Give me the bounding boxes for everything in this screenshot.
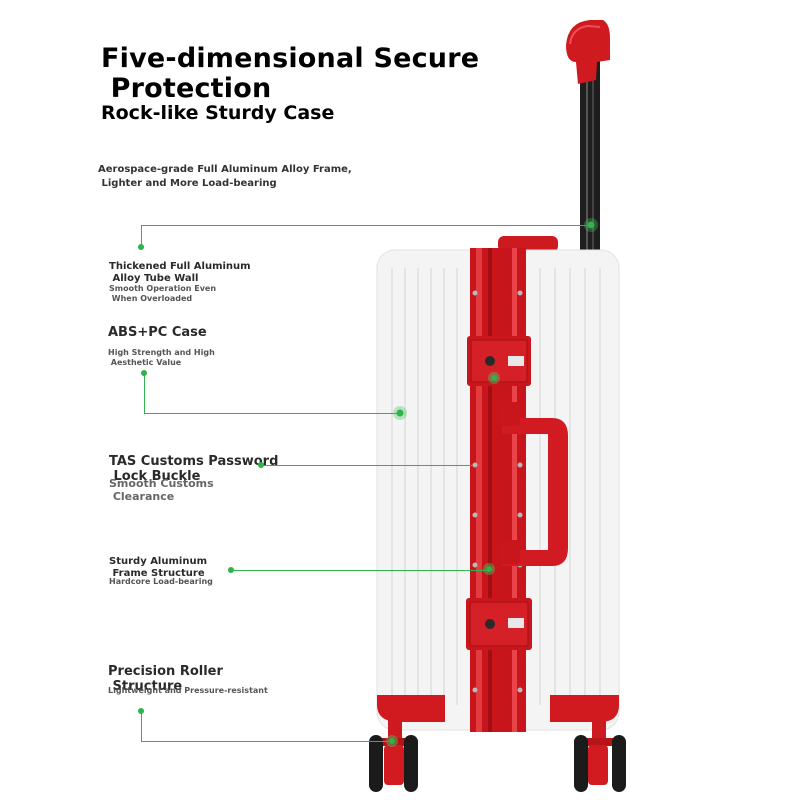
pointer-line-1 (141, 225, 591, 226)
page-subtitle: Rock-like Sturdy Case (101, 102, 335, 124)
pointer-dot-1 (138, 244, 144, 250)
feature-sub-tas-lock: Smooth Customs Clearance (109, 477, 214, 503)
intro-text: Aerospace-grade Full Aluminum Alloy Fram… (98, 164, 352, 189)
pointer-line-3 (261, 465, 473, 466)
pointer-line-2-v (144, 373, 145, 413)
pointer-line-2 (144, 413, 400, 414)
feature-sub-tube-wall: Smooth Operation Even When Overloaded (109, 284, 217, 303)
pointer-line-4 (231, 570, 489, 571)
feature-title-roller: Precision Roller Structure (108, 664, 223, 694)
pointer-line-5 (141, 741, 392, 742)
feature-sub-roller: Lightweight and Pressure-resistant (108, 686, 268, 695)
feature-title-tube-wall: Thickened Full Aluminum Alloy Tube Wall (109, 261, 251, 284)
pointer-line-1-v (141, 225, 142, 247)
feature-sub-frame: Hardcore Load-bearing (109, 577, 213, 586)
page-title: Five-dimensional Secure Protection (101, 43, 480, 104)
feature-sub-abs-pc: High Strength and High Aesthetic Value (108, 348, 215, 367)
feature-title-frame: Sturdy Aluminum Frame Structure (109, 556, 207, 579)
pointer-line-5-v (141, 711, 142, 742)
feature-title-abs-pc: ABS+PC Case (108, 325, 207, 340)
